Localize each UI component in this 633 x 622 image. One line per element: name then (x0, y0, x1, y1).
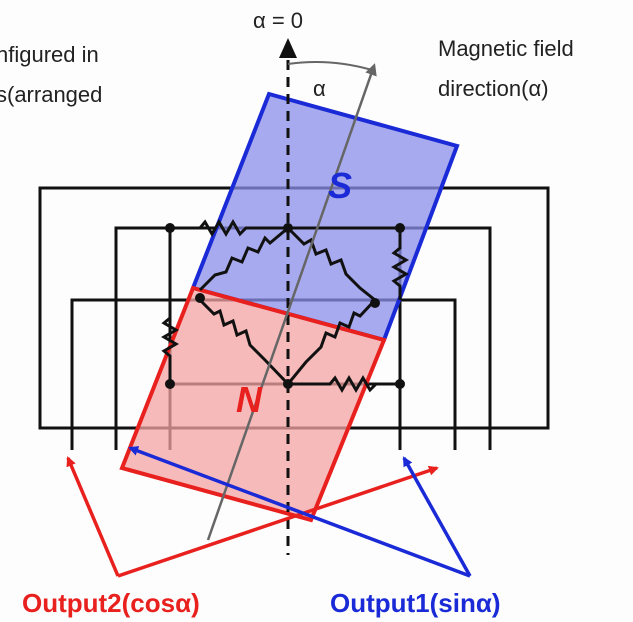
alpha-zero-label: α = 0 (253, 8, 303, 33)
north-pole-label: N (236, 379, 263, 420)
output2-arrows (66, 456, 439, 578)
output1-label: Output1(sinα) (330, 588, 501, 618)
circuit-nodes (165, 223, 405, 389)
left-text-line2: s(arranged (0, 82, 102, 107)
axis-arrowhead (279, 38, 297, 58)
resistor-bridge (161, 219, 409, 393)
field-label-line2: direction(α) (438, 76, 549, 101)
angle-arc (287, 61, 373, 71)
field-label-line1: Magnetic field (438, 36, 574, 61)
output1-arrows (128, 446, 472, 578)
south-pole-label: S (328, 165, 352, 206)
north-pole-magnet (119, 285, 387, 523)
output2-label: Output2(cosα) (22, 588, 200, 618)
alpha-label: α (313, 76, 326, 101)
left-text-line1: nfigured in (0, 42, 99, 67)
field-direction-arrow (206, 63, 377, 541)
